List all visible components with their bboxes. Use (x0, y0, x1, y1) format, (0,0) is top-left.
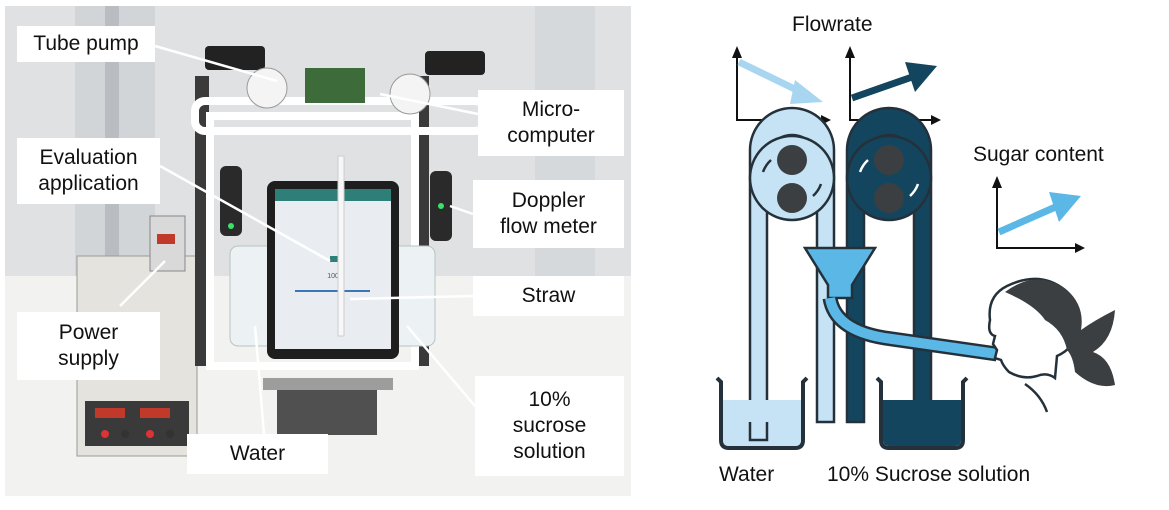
label-sucrose-solution: 10% sucrose solution (475, 376, 624, 476)
flowrate-sucrose-plot (845, 46, 941, 125)
sugar-content-plot (992, 176, 1085, 253)
label-water: Water (187, 434, 328, 474)
flowrate-water-plot (732, 46, 831, 125)
mixing-funnel-and-straw (802, 246, 999, 362)
profile-head-icon (987, 277, 1115, 413)
schematic-drawing (715, 46, 1115, 450)
apparatus-photo: 1000 Tube pump Micro- computer Evaluatio… (5, 6, 631, 496)
label-diagram-sucrose: 10% Sucrose solution (827, 463, 1031, 486)
sugar-increase-arrow-icon (1049, 192, 1081, 222)
flowrate-increase-arrow-icon (905, 62, 937, 92)
label-straw: Straw (473, 276, 624, 316)
sucrose-beaker (875, 376, 969, 450)
label-sugar-content: Sugar content (973, 143, 1104, 166)
flow-schematic: Flowrate Sugar content Water 10% Sucrose… (645, 0, 1165, 510)
label-microcomputer: Micro- computer (478, 90, 624, 156)
label-evaluation-application: Evaluation application (17, 138, 160, 204)
label-flowrate: Flowrate (792, 13, 873, 36)
label-tube-pump: Tube pump (17, 26, 155, 62)
water-beaker (715, 376, 809, 450)
rotation-arrows-icon (761, 159, 772, 173)
flowrate-decrease-arrow-icon (790, 80, 823, 104)
tablet-readout: 1000 (327, 273, 343, 280)
label-power-supply: Power supply (17, 312, 160, 380)
label-diagram-water: Water (719, 463, 775, 486)
label-doppler-flow-meter: Doppler flow meter (473, 180, 624, 248)
